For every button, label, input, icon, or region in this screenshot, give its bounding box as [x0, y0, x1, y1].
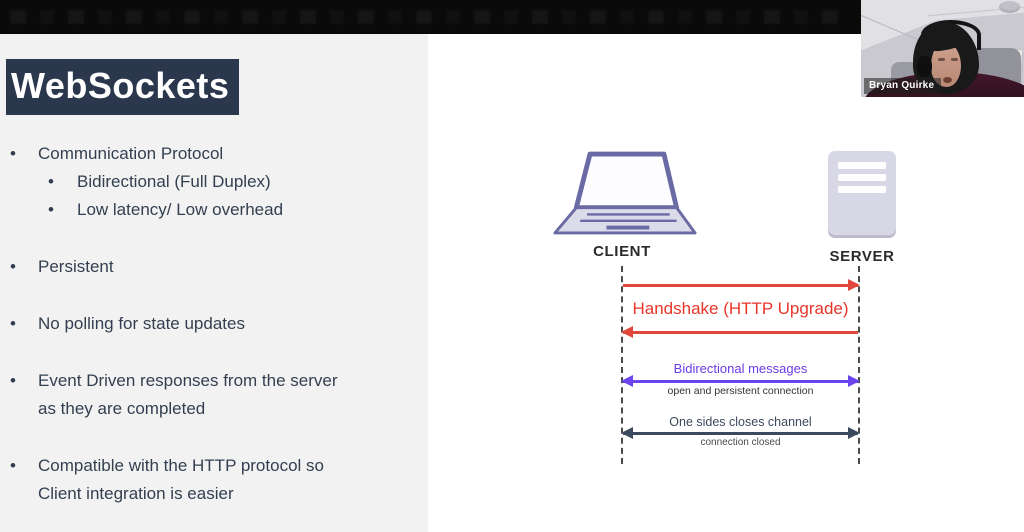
close-channel-label: One sides closes channel: [669, 415, 812, 429]
bidirectional-sublabel: open and persistent connection: [667, 385, 814, 397]
person-eye: [938, 58, 945, 61]
bullet-item: Communication Protocol: [0, 140, 338, 168]
diagram-area: [428, 34, 1024, 532]
bullet-item: Event Driven responses from the server a…: [0, 367, 338, 423]
slide-text-panel: WebSockets Communication Protocol Bidire…: [0, 34, 428, 532]
bidirectional-label: Bidirectional messages: [673, 361, 808, 376]
bullet-item: Compatible with the HTTP protocol so Cli…: [0, 452, 338, 508]
handshake-label: Handshake (HTTP Upgrade): [632, 299, 849, 318]
client-lifeline: [621, 266, 623, 464]
slide-top-bar: [0, 0, 1024, 34]
handshake-request-arrow: [623, 284, 858, 287]
bidirectional-arrow: [623, 380, 858, 383]
headphones-earcup: [917, 56, 932, 77]
slide-title: WebSockets: [6, 59, 240, 116]
close-channel-arrow: [623, 432, 858, 435]
bullet-list: Communication Protocol Bidirectional (Fu…: [0, 140, 338, 508]
bullet-item: Persistent: [0, 253, 338, 281]
server-label: SERVER: [829, 248, 895, 265]
ceiling-light: [999, 1, 1020, 13]
handshake-response-arrow: [623, 331, 858, 334]
bullet-item: Low latency/ Low overhead: [0, 196, 338, 224]
person-mouth: [943, 77, 952, 83]
bullet-item: No polling for state updates: [0, 310, 338, 338]
person-eye: [951, 58, 958, 61]
server-lifeline: [858, 266, 860, 464]
participant-name-label: Bryan Quirke: [864, 78, 942, 94]
close-channel-sublabel: connection closed: [700, 437, 781, 448]
server-icon: [828, 151, 896, 238]
laptop-icon: [553, 151, 697, 235]
client-label: CLIENT: [593, 243, 651, 260]
webcam-tile[interactable]: Bryan Quirke: [861, 0, 1024, 97]
bullet-item: Bidirectional (Full Duplex): [0, 168, 338, 196]
